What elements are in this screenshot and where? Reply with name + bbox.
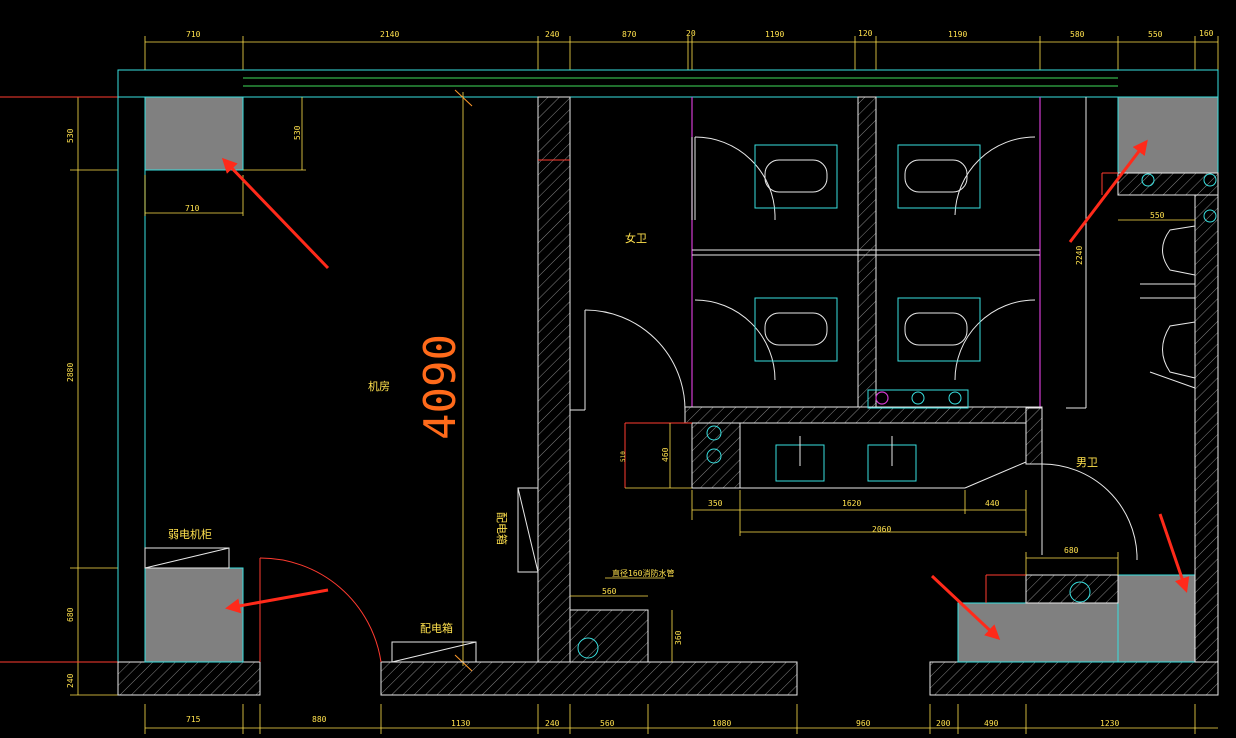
column-top-left — [144, 96, 244, 171]
arrow-top-left — [221, 157, 330, 270]
mens-restroom-label: 男卫 — [1076, 456, 1098, 469]
left-dimension-chain: 530 2880 680 240 — [66, 96, 118, 696]
big-dimension-4090: 4090 — [415, 334, 466, 440]
dim-top-2: 240 — [545, 30, 560, 39]
dim-left-0: 530 — [66, 128, 75, 143]
weak-current-cabinet: 弱电机柜 — [144, 527, 230, 569]
distribution-box-vertical-label: 配电箱 — [495, 512, 509, 545]
top-left-column-dims: 710 530 — [144, 97, 306, 216]
womens-restroom-label: 女卫 — [625, 231, 647, 245]
machine-room: 4090 机房 — [368, 89, 473, 672]
machine-room-label: 机房 — [368, 379, 390, 393]
building-outline — [0, 69, 1219, 696]
dim-left-1: 2880 — [66, 363, 75, 382]
dim-bottom-2: 1130 — [451, 719, 470, 728]
arrow-bottom-right-a — [930, 574, 1001, 641]
column-top-right — [1117, 96, 1219, 174]
annotation-arrows — [221, 139, 1190, 641]
dim-bottom-3: 240 — [545, 719, 560, 728]
dim-top-10: 160 — [1199, 29, 1214, 38]
dim-sink-460: 460 — [661, 447, 670, 462]
dim-left-2: 680 — [66, 607, 75, 622]
dim-sink-1620: 1620 — [842, 499, 861, 508]
dim-pipe-560: 560 — [602, 587, 617, 596]
dim-top-1: 2140 — [380, 30, 399, 39]
dim-bottom-4: 560 — [600, 719, 615, 728]
dim-urinal-680: 680 — [1064, 546, 1079, 555]
arrow-bottom-left — [225, 588, 329, 614]
sink-counter: 350 1620 440 2060 460 510 — [620, 407, 1043, 536]
dim-top-5: 1190 — [765, 30, 784, 39]
machine-room-door — [259, 557, 382, 663]
dim-top-left-width: 710 — [185, 204, 200, 213]
fire-water-pipe: 直径160消防水管 560 360 — [569, 568, 683, 663]
mens-restroom: 男卫 680 2240 550 — [985, 97, 1219, 663]
dim-bottom-1: 880 — [312, 715, 327, 724]
dim-top-3: 870 — [622, 30, 637, 39]
dim-pipe-360: 360 — [674, 630, 683, 645]
dim-top-9: 550 — [1148, 30, 1163, 39]
dim-bottom-7: 200 — [936, 719, 951, 728]
dim-right-vertical: 2240 — [1075, 246, 1084, 265]
dim-bottom-6: 960 — [856, 719, 871, 728]
dim-top-0: 710 — [186, 30, 201, 39]
dim-left-3: 240 — [66, 673, 75, 688]
dim-bottom-0: 715 — [186, 715, 201, 724]
weak-current-cabinet-label: 弱电机柜 — [168, 527, 212, 541]
dim-sink-440: 440 — [985, 499, 1000, 508]
top-dimension-chain: 710 2140 240 870 20 1190 120 1190 580 55… — [144, 29, 1219, 70]
central-wall — [537, 96, 571, 663]
dim-top-6: 120 — [858, 29, 873, 38]
dim-sink-small: 510 — [620, 451, 627, 462]
distribution-box-vertical: 配电箱 — [495, 487, 539, 573]
toilet-stalls — [684, 96, 1043, 424]
arrow-top-right — [1068, 139, 1148, 243]
dim-right-small: 550 — [1150, 211, 1165, 220]
dim-bottom-8: 490 — [984, 719, 999, 728]
dim-bottom-9: 1230 — [1100, 719, 1119, 728]
fire-water-pipe-label: 直径160消防水管 — [612, 568, 674, 578]
dim-top-4: 20 — [686, 29, 696, 38]
dim-bottom-5: 1080 — [712, 719, 731, 728]
dim-top-8: 580 — [1070, 30, 1085, 39]
distribution-box-bottom-label: 配电箱 — [420, 621, 453, 635]
column-bottom-right-b — [1117, 574, 1196, 663]
womens-door — [570, 309, 686, 411]
dim-top-7: 1190 — [948, 30, 967, 39]
column-bottom-left — [144, 567, 244, 663]
dim-top-left-height: 530 — [293, 125, 302, 140]
distribution-box-bottom: 配电箱 — [391, 621, 477, 663]
column-bottom-right-a — [957, 602, 1119, 663]
dim-sink-350: 350 — [708, 499, 723, 508]
dim-sink-2060: 2060 — [872, 525, 891, 534]
arrow-bottom-right-b — [1158, 513, 1190, 593]
bottom-dimension-chain: 715 880 1130 240 560 1080 960 200 490 12… — [144, 704, 1218, 734]
